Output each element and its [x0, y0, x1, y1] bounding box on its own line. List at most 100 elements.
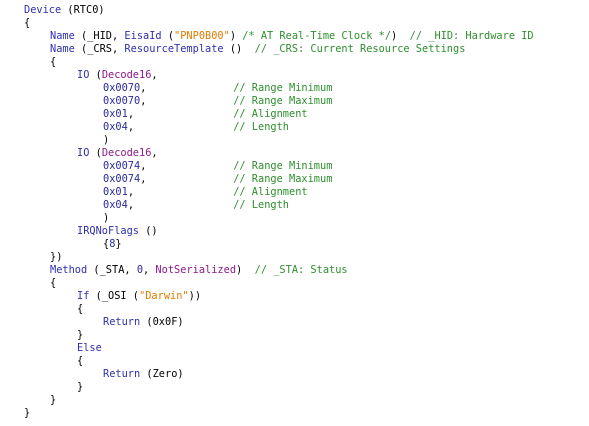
code-line: { [50, 56, 56, 69]
code-line: 0x0070, // Range Minimum [103, 82, 332, 95]
code-token-plain: ( [161, 30, 175, 42]
code-token-plain: () [223, 43, 255, 55]
code-token-keyword: IO [77, 147, 90, 159]
code-token-keyword: IRQNoFlags [77, 225, 139, 237]
code-token-plain: ) [103, 134, 110, 146]
code-token-keyword: If [77, 290, 90, 302]
code-token-plain: ) [229, 30, 243, 42]
code-line: 0x0074, // Range Maximum [103, 173, 332, 186]
code-token-plain: , [127, 186, 234, 198]
code-line: Name (_CRS, ResourceTemplate () // _CRS:… [50, 43, 465, 56]
code-line: {8} [103, 238, 122, 251]
code-token-plain: , [140, 173, 234, 185]
code-line: { [24, 17, 30, 30]
code-line: Device (RTC0) [24, 4, 105, 17]
code-line: 0x01, // Alignment [103, 108, 308, 121]
code-token-number: 0x0074 [103, 160, 141, 172]
code-token-plain: , [140, 95, 234, 107]
code-token-plain: ) [236, 264, 255, 276]
code-token-plain: } [24, 407, 31, 419]
code-token-number: 8 [109, 238, 116, 250]
code-token-number: 0x01 [103, 108, 128, 120]
code-token-comment: // Alignment [233, 186, 308, 198]
code-token-comment: // Alignment [233, 108, 308, 120]
code-token-number: 0x0070 [103, 82, 141, 94]
code-line: IRQNoFlags () [77, 225, 158, 238]
code-token-plain: , [140, 82, 234, 94]
code-token-plain: (_CRS, [74, 43, 125, 55]
code-token-keyword: Device [24, 4, 62, 16]
code-line: Name (_HID, EisaId ("PNP0B00") /* AT Rea… [50, 30, 534, 43]
code-token-plain: (Zero) [140, 368, 184, 380]
code-token-macro: NotSerialized [155, 264, 237, 276]
code-line: 0x04, // Length [103, 121, 289, 134]
code-token-plain: { [103, 238, 110, 250]
code-token-number: 0x0074 [103, 173, 141, 185]
code-token-plain: ( [89, 147, 102, 159]
code-token-plain: , [127, 108, 234, 120]
code-token-keyword: Return [103, 316, 141, 328]
code-line: IO (Decode16, [77, 69, 158, 82]
code-token-macro: Decode16 [101, 147, 152, 159]
code-line: ) [103, 134, 109, 147]
code-line: { [77, 303, 83, 316]
code-line: 0x0070, // Range Maximum [103, 95, 332, 108]
code-token-plain: } [77, 329, 84, 341]
code-token-keyword: ResourceTemplate [124, 43, 224, 55]
code-token-keyword: Return [103, 368, 141, 380]
code-token-keyword: IO [77, 69, 90, 81]
code-token-macro: Decode16 [101, 69, 152, 81]
code-token-number: 0x0070 [103, 95, 141, 107]
code-token-plain: , [143, 264, 156, 276]
code-token-comment: // Range Maximum [233, 95, 333, 107]
code-token-plain: () [139, 225, 158, 237]
code-line: { [77, 355, 83, 368]
code-token-plain: , [140, 160, 234, 172]
code-line: }) [50, 251, 62, 264]
code-token-keyword: Else [77, 342, 102, 354]
code-token-plain: (RTC0) [61, 4, 105, 16]
code-token-comment: // Length [233, 121, 289, 133]
code-line: ) [103, 212, 109, 225]
code-token-plain: , [151, 147, 158, 159]
code-token-number: 0x01 [103, 186, 128, 198]
code-token-keyword: EisaId [124, 30, 162, 42]
code-token-plain: (_HID, [74, 30, 125, 42]
code-token-plain: } [50, 394, 57, 406]
code-line: 0x0074, // Range Minimum [103, 160, 332, 173]
code-token-comment: // _CRS: Current Resource Settings [254, 43, 466, 55]
code-token-plain: } [115, 238, 122, 250]
code-line: { [50, 277, 56, 290]
code-token-number: 0 [136, 264, 144, 276]
code-line: If (_OSI ("Darwin")) [77, 290, 201, 303]
code-token-plain: , [127, 121, 234, 133]
code-line: Else [77, 342, 102, 355]
code-token-plain: { [77, 355, 84, 367]
code-line: 0x04, // Length [103, 199, 289, 212]
code-line: } [77, 381, 83, 394]
code-token-string: "PNP0B00" [174, 30, 230, 42]
code-token-string: "Darwin" [139, 290, 189, 302]
code-line: } [77, 329, 83, 342]
code-line: Return (Zero) [103, 368, 184, 381]
code-line: Return (0x0F) [103, 316, 184, 329]
code-token-plain: ( [89, 69, 102, 81]
code-token-plain: }) [50, 251, 63, 263]
code-token-plain: , [151, 69, 158, 81]
code-token-comment: // Range Minimum [233, 82, 333, 94]
code-token-plain: ) [103, 212, 110, 224]
code-line: Method (_STA, 0, NotSerialized) // _STA:… [50, 264, 348, 277]
code-token-plain: )) [188, 290, 202, 302]
code-line: 0x01, // Alignment [103, 186, 308, 199]
code-token-plain: ) [391, 30, 410, 42]
code-token-plain: , [127, 199, 234, 211]
code-token-comment: // _HID: Hardware ID [409, 30, 534, 42]
code-token-comment: // Length [233, 199, 289, 211]
code-token-plain: { [50, 277, 57, 289]
code-token-number: 0x04 [103, 199, 128, 211]
code-token-comment: // Range Minimum [233, 160, 333, 172]
code-token-plain: (_STA, [87, 264, 137, 276]
code-token-plain: { [77, 303, 84, 315]
code-token-comment: // _STA: Status [254, 264, 348, 276]
